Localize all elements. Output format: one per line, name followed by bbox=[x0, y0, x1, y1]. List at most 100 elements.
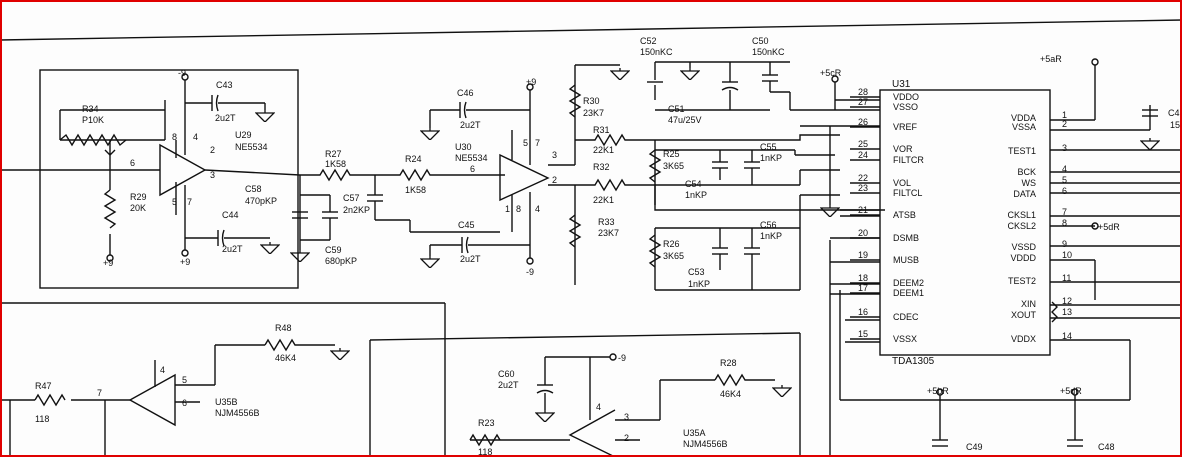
c54-ref: C54 bbox=[685, 179, 702, 189]
u30-pin-8: 8 bbox=[516, 204, 521, 214]
u31-pin-16-number: 16 bbox=[858, 307, 868, 317]
r27-value: 1K58 bbox=[325, 159, 346, 169]
r27-ref: R27 bbox=[325, 149, 342, 159]
u31-pin-13-name: XOUT bbox=[1011, 310, 1037, 320]
r47-ref: R47 bbox=[35, 381, 52, 391]
u31-pin-17-name: DEEM1 bbox=[893, 288, 924, 298]
u31-pin-9-name: VSSD bbox=[1011, 242, 1036, 252]
u31-pin-2-name: VSSA bbox=[1012, 122, 1036, 132]
r30-value: 23K7 bbox=[583, 108, 604, 118]
frame-lines bbox=[0, 19, 1182, 457]
u31-pin-2-number: 2 bbox=[1062, 119, 1067, 129]
u31-pin-15-name: VSSX bbox=[893, 334, 917, 344]
u29-pin-7: 7 bbox=[187, 197, 192, 207]
u31-right-pin-list: 1VDDA2VSSA3TEST14BCK5WS6DATA7CKSL18CKSL2… bbox=[1007, 110, 1072, 344]
u30-part: NE5534 bbox=[455, 153, 488, 163]
u31-pin-27-name: VSSO bbox=[893, 102, 918, 112]
u31-pin-10-number: 10 bbox=[1062, 250, 1072, 260]
u31-pin-25-name: VOR bbox=[893, 144, 913, 154]
u31-pin-26-name: VREF bbox=[893, 122, 918, 132]
u31-pin-20-number: 20 bbox=[858, 228, 868, 238]
u31-pin-15-number: 15 bbox=[858, 329, 868, 339]
u31-pin-24-name: FILTCR bbox=[893, 155, 924, 165]
u31-pin-24-number: 24 bbox=[858, 150, 868, 160]
u35a-ref: U35A bbox=[683, 428, 706, 438]
u31-pin-8-name: CKSL2 bbox=[1007, 221, 1036, 231]
u31-pin-17-number: 17 bbox=[858, 283, 868, 293]
u35a-pin-4: 4 bbox=[596, 402, 601, 412]
c57-ref: C57 bbox=[343, 193, 360, 203]
p5dr-label-bottom: +5dR bbox=[1060, 386, 1082, 396]
u31-pin-23-number: 23 bbox=[858, 183, 868, 193]
r34-value: P10K bbox=[82, 115, 104, 125]
u31-pin-22-number: 22 bbox=[858, 173, 868, 183]
u31-pin-21-number: 21 bbox=[858, 205, 868, 215]
u30-pin-2: 2 bbox=[552, 175, 557, 185]
u29-pin-2: 2 bbox=[210, 145, 215, 155]
u31-pin-5-name: WS bbox=[1022, 178, 1037, 188]
r25-ref: R25 bbox=[663, 149, 680, 159]
u29-pos9-label: +9 bbox=[180, 257, 190, 267]
u35a-pin-2: 2 bbox=[624, 433, 629, 443]
p5ar-label: +5aR bbox=[1040, 54, 1062, 64]
u31-pin-8-number: 8 bbox=[1062, 218, 1067, 228]
u31-pin-10-name: VDDD bbox=[1010, 253, 1036, 263]
u31-pin-3-number: 3 bbox=[1062, 143, 1067, 153]
u30-opamp bbox=[499, 153, 550, 202]
u31-pin-4-name: BCK bbox=[1017, 167, 1036, 177]
r23-ref: R23 bbox=[478, 418, 495, 428]
u29-opamp bbox=[159, 143, 207, 197]
u35a-neg9-label: -9 bbox=[618, 353, 626, 363]
u31-pin-7-name: CKSL1 bbox=[1007, 210, 1036, 220]
r29-ref: R29 bbox=[130, 192, 147, 202]
u31-pin-13-number: 13 bbox=[1062, 307, 1072, 317]
block-u29 bbox=[39, 69, 299, 289]
u30-pin-4: 4 bbox=[535, 204, 540, 214]
c53-value: 1nKP bbox=[688, 279, 710, 289]
c-right-fragment-value: 15 bbox=[1170, 120, 1180, 130]
u31-pin-6-number: 6 bbox=[1062, 186, 1067, 196]
r25-value: 3K65 bbox=[663, 161, 684, 171]
r31-ref: R31 bbox=[593, 125, 610, 135]
c60-value: 2u2T bbox=[498, 380, 519, 390]
u35b-section bbox=[0, 338, 350, 457]
u30-pin-5: 5 bbox=[523, 138, 528, 148]
r28-ref: R28 bbox=[720, 358, 737, 368]
u31-pin-16-name: CDEC bbox=[893, 312, 919, 322]
c46-value: 2u2T bbox=[460, 120, 481, 130]
c51-ref: C51 bbox=[668, 104, 685, 114]
u31-pin-11-name: TEST2 bbox=[1008, 276, 1036, 286]
u29-neg9-label: -9 bbox=[178, 68, 186, 78]
c57-value: 2n2KP bbox=[343, 205, 370, 215]
u30-pin-7: 7 bbox=[535, 138, 540, 148]
u31-pin-20-name: DSMB bbox=[893, 233, 919, 243]
u35a-opamp bbox=[568, 409, 616, 457]
u30-pin-1: 1 bbox=[505, 204, 510, 214]
r33-ref: R33 bbox=[598, 217, 615, 227]
u30-pin-6: 6 bbox=[470, 164, 475, 174]
u31-pin-14-number: 14 bbox=[1062, 331, 1072, 341]
r30-ref: R30 bbox=[583, 96, 600, 106]
u31-pin-12-name: XIN bbox=[1021, 299, 1036, 309]
u31-body bbox=[879, 89, 1051, 356]
c49-ref: C49 bbox=[966, 442, 983, 452]
r28-value: 46K4 bbox=[720, 389, 741, 399]
p5br-label: +5bR bbox=[927, 386, 949, 396]
c52-value: 150nKC bbox=[640, 47, 673, 57]
c53-ref: C53 bbox=[688, 267, 705, 277]
c58-ref: C58 bbox=[245, 184, 262, 194]
u31-pin-7-number: 7 bbox=[1062, 207, 1067, 217]
u31-pin-18-name: DEEM2 bbox=[893, 278, 924, 288]
u31-pin-3-name: TEST1 bbox=[1008, 146, 1036, 156]
r29-pos9-label: +9 bbox=[103, 258, 113, 268]
u31-pin-14-name: VDDX bbox=[1011, 334, 1036, 344]
u31-pin-27-number: 27 bbox=[858, 97, 868, 107]
u31-pin-25-number: 25 bbox=[858, 139, 868, 149]
u35a-pin-3: 3 bbox=[624, 412, 629, 422]
c51-value: 47u/25V bbox=[668, 115, 702, 125]
u29-pin-5: 5 bbox=[172, 197, 177, 207]
u31-pin-26-number: 26 bbox=[858, 117, 868, 127]
c43-ref: C43 bbox=[216, 80, 233, 90]
